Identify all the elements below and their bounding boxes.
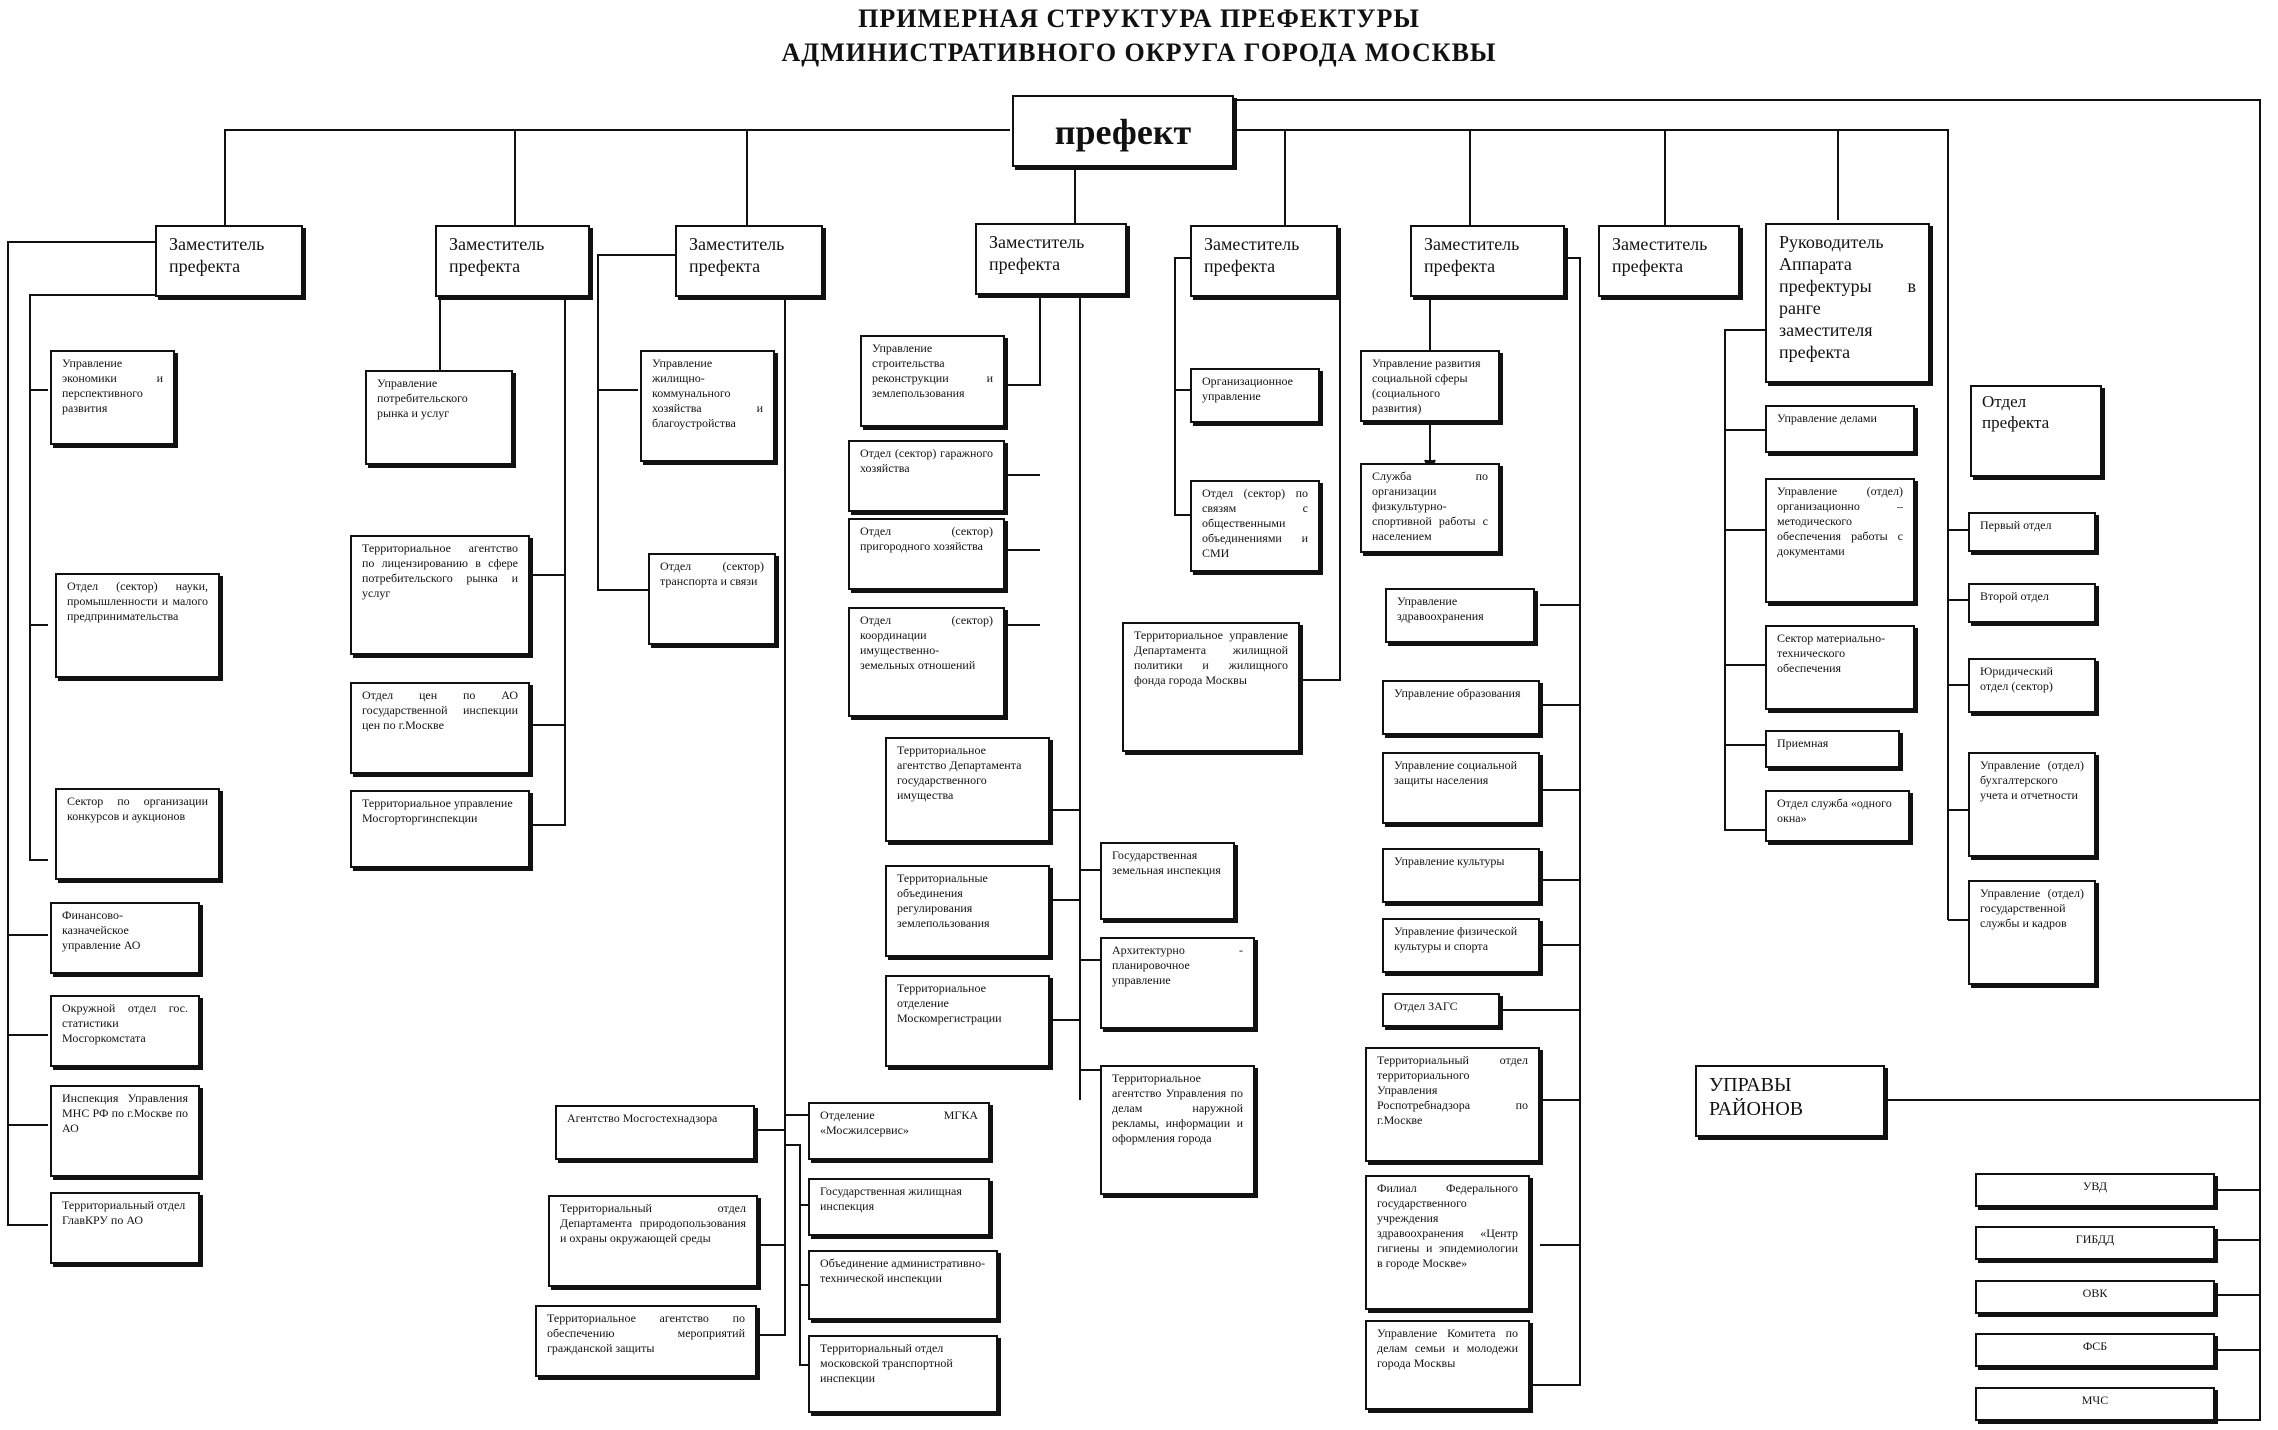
prefect-box: префект — [1012, 95, 1234, 167]
col4-box-5: Территориальное агентство Департамента г… — [885, 737, 1050, 842]
col1-box-3: Сектор по организации конкурсов и аукцио… — [55, 788, 220, 880]
col6-box-4: Управление образования — [1382, 680, 1540, 735]
col3-box-3: Агентство Мосгостехнадзора — [555, 1105, 755, 1160]
col4-box-3: Отдел (сектор) пригородного хозяйства — [848, 518, 1005, 590]
col8-box-2: Управление (отдел) организационно – мето… — [1765, 478, 1915, 603]
col4-box-8: Государственная земельная инспекция — [1100, 842, 1235, 920]
diagram-title-line1: ПРИМЕРНАЯ СТРУКТУРА ПРЕФЕКТУРЫ — [858, 4, 1420, 33]
deputy-box-1: Заместитель префекта — [155, 225, 303, 297]
col1-box-7: Территориальный отдел ГлавКРУ по АО — [50, 1192, 200, 1264]
col4-box-2: Отдел (сектор) гаражного хозяйства — [848, 440, 1005, 512]
agency-box-gibdd: ГИБДД — [1975, 1226, 2215, 1260]
col8-box-3: Сектор материально-технического обеспече… — [1765, 625, 1915, 710]
deputy-box-apparatus: Руководитель Аппарата префектуры в ранге… — [1765, 223, 1930, 383]
col9-box-4: Юридический отдел (сектор) — [1968, 658, 2096, 713]
deputy-box-4: Заместитель префекта — [975, 223, 1127, 295]
deputy-box-2: Заместитель префекта — [435, 225, 590, 297]
col9-box-5: Управление (отдел) бухгалтерского учета … — [1968, 752, 2096, 857]
col3-box-7: Государственная жилищная инспекция — [808, 1178, 990, 1236]
upravy-rayonov-box: УПРАВЫ РАЙОНОВ — [1695, 1065, 1885, 1137]
col4-box-7: Территориальное отделение Москомрегистра… — [885, 975, 1050, 1067]
col3-box-4: Территориальный отдел Департамента приро… — [548, 1195, 758, 1287]
col6-box-6: Управление культуры — [1382, 848, 1540, 903]
col8-box-4: Приемная — [1765, 730, 1900, 768]
col6-box-11: Управление Комитета по делам семьи и мол… — [1365, 1320, 1530, 1410]
col6-box-2: Служба по организации физкультурно-спорт… — [1360, 463, 1500, 553]
col5-box-1: Организационное управление — [1190, 368, 1320, 423]
agency-box-fsb: ФСБ — [1975, 1333, 2215, 1367]
col6-box-8: Отдел ЗАГС — [1382, 993, 1500, 1027]
deputy-box-5: Заместитель префекта — [1190, 225, 1338, 297]
col6-box-1: Управление развития социальной сферы (со… — [1360, 350, 1500, 422]
col5-box-2: Отдел (сектор) по связям с общественными… — [1190, 480, 1320, 572]
col9-box-1: Отдел префекта — [1970, 385, 2102, 477]
col6-box-5: Управление социальной защиты населения — [1382, 752, 1540, 824]
col9-box-2: Первый отдел — [1968, 512, 2096, 552]
col8-box-1: Управление делами — [1765, 405, 1915, 453]
col4-box-1: Управление строительства реконструкции и… — [860, 335, 1005, 427]
col5-box-3: Территориальное управление Департамента … — [1122, 622, 1300, 752]
col3-box-1: Управление жилищно-коммунального хозяйст… — [640, 350, 775, 462]
col1-box-1: Управление экономики и перспективного ра… — [50, 350, 175, 445]
diagram-title-line2: АДМИНИСТРАТИВНОГО ОКРУГА ГОРОДА МОСКВЫ — [781, 38, 1497, 67]
col6-box-3: Управление здравоохранения — [1385, 588, 1535, 643]
col1-box-2: Отдел (сектор) науки, промышленности и м… — [55, 573, 220, 678]
col3-box-8: Объединение административно-технической … — [808, 1250, 998, 1320]
agency-box-mchs: МЧС — [1975, 1387, 2215, 1421]
col1-box-5: Окружной отдел гос. статистики Мосгорком… — [50, 995, 200, 1067]
col1-box-4: Финансово-казначейское управление АО — [50, 902, 200, 974]
col2-box-1: Управление потребительского рынка и услу… — [365, 370, 513, 465]
col8-box-5: Отдел служба «одного окна» — [1765, 790, 1910, 842]
agency-box-uvd: УВД — [1975, 1173, 2215, 1207]
col1-box-6: Инспекция Управления МНС РФ по г.Москве … — [50, 1085, 200, 1177]
agency-box-ovk: ОВК — [1975, 1280, 2215, 1314]
col2-box-2: Территориальное агентство по лицензирова… — [350, 535, 530, 655]
col4-box-4: Отдел (сектор) координации имущественно-… — [848, 607, 1005, 717]
col3-box-2: Отдел (сектор) транспорта и связи — [648, 553, 776, 645]
col2-box-4: Территориальное управление Мосгорторгинс… — [350, 790, 530, 868]
deputy-box-7: Заместитель префекта — [1598, 225, 1740, 297]
col6-box-10: Филиал Федерального государственного учр… — [1365, 1175, 1530, 1310]
col9-box-6: Управление (отдел) государственной служб… — [1968, 880, 2096, 985]
col4-box-6: Территориальные объединения регулировани… — [885, 865, 1050, 957]
deputy-box-6: Заместитель префекта — [1410, 225, 1565, 297]
col2-box-3: Отдел цен по АО государственной инспекци… — [350, 682, 530, 774]
col3-box-5: Территориальное агентство по обеспечению… — [535, 1305, 757, 1377]
deputy-box-3: Заместитель префекта — [675, 225, 823, 297]
col3-box-9: Территориальный отдел московской транспо… — [808, 1335, 998, 1413]
col6-box-7: Управление физической культуры и спорта — [1382, 918, 1540, 973]
col3-box-6: Отделение МГКА «Мосжилсервис» — [808, 1102, 990, 1160]
col6-box-9: Территориальный отдел территориального У… — [1365, 1047, 1540, 1162]
col4-box-10: Территориальное агентство Управления по … — [1100, 1065, 1255, 1195]
col4-box-9: Архитектурно - планировочное управление — [1100, 937, 1255, 1029]
col9-box-3: Второй отдел — [1968, 583, 2096, 623]
